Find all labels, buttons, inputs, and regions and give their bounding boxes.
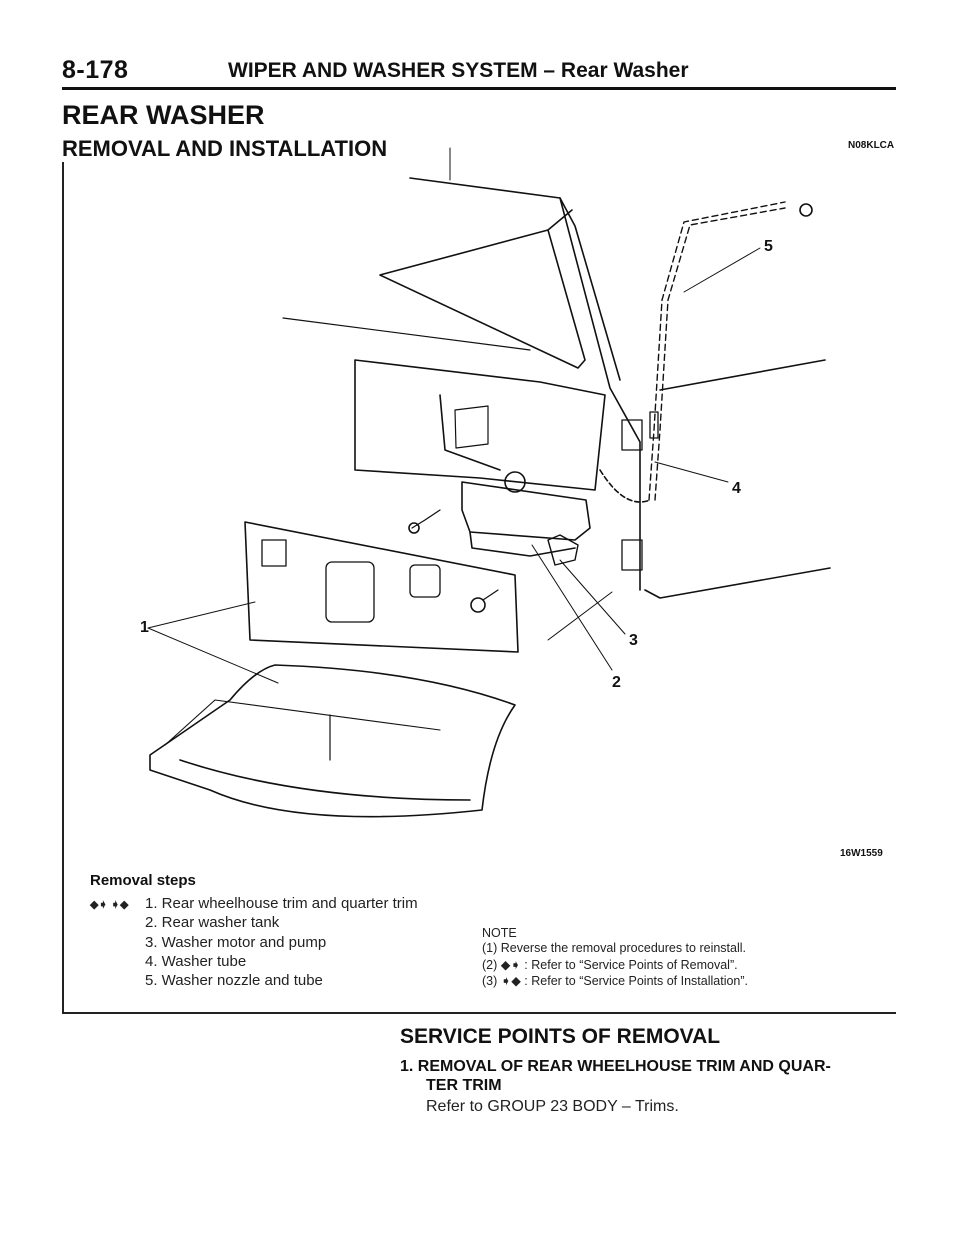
service-point-symbols: ◆➧ ➧◆ [90, 899, 129, 911]
washer-tube-dashed [654, 207, 786, 501]
body-panel-opening [354, 359, 606, 491]
quarter-trim-tray [149, 664, 516, 818]
page-header-title: WIPER AND WASHER SYSTEM – Rear Washer [228, 59, 689, 82]
note-line-3: (3) ➧◆ : Refer to “Service Points of Ins… [482, 974, 749, 988]
callout-4: 4 [732, 480, 741, 497]
figure-frame-bottom [62, 1012, 896, 1014]
removal-step-2: 2. Rear washer tank [145, 914, 280, 931]
quarter-pillar [409, 177, 641, 591]
page-number: 8-178 [62, 56, 129, 84]
callout-1: 1 [140, 619, 149, 636]
callout-3: 3 [629, 632, 638, 649]
service-points-title: SERVICE POINTS OF REMOVAL [400, 1025, 721, 1048]
callout-2: 2 [612, 674, 621, 691]
service-item-text: Refer to GROUP 23 BODY – Trims. [426, 1098, 679, 1115]
note-line-2: (2) ◆➧ : Refer to “Service Points of Rem… [482, 958, 738, 972]
header-rule [62, 87, 896, 90]
callout-5: 5 [764, 238, 773, 255]
section-subtitle: REMOVAL AND INSTALLATION [62, 136, 388, 161]
figure-id: 16W1559 [840, 848, 883, 859]
section-code: N08KLCA [848, 140, 895, 151]
service-item-title-line1: 1. REMOVAL OF REAR WHEELHOUSE TRIM AND Q… [400, 1058, 831, 1075]
washer-tank [461, 481, 591, 541]
section-title: REAR WASHER [62, 100, 265, 130]
note-title: NOTE [482, 926, 517, 940]
removal-step-4: 4. Washer tube [145, 953, 247, 970]
service-item-title-line2: TER TRIM [426, 1077, 502, 1094]
note-line-1: (1) Reverse the removal procedures to re… [482, 941, 747, 955]
removal-step-3: 3. Washer motor and pump [145, 934, 327, 951]
removal-step-1: ◆➧ ➧◆1. Rear wheelhouse trim and quarter… [90, 895, 418, 912]
wheelhouse-trim-panel [244, 521, 519, 653]
figure-frame-left [62, 162, 64, 1014]
removal-step-5: 5. Washer nozzle and tube [145, 972, 323, 989]
removal-steps-title: Removal steps [90, 872, 196, 889]
